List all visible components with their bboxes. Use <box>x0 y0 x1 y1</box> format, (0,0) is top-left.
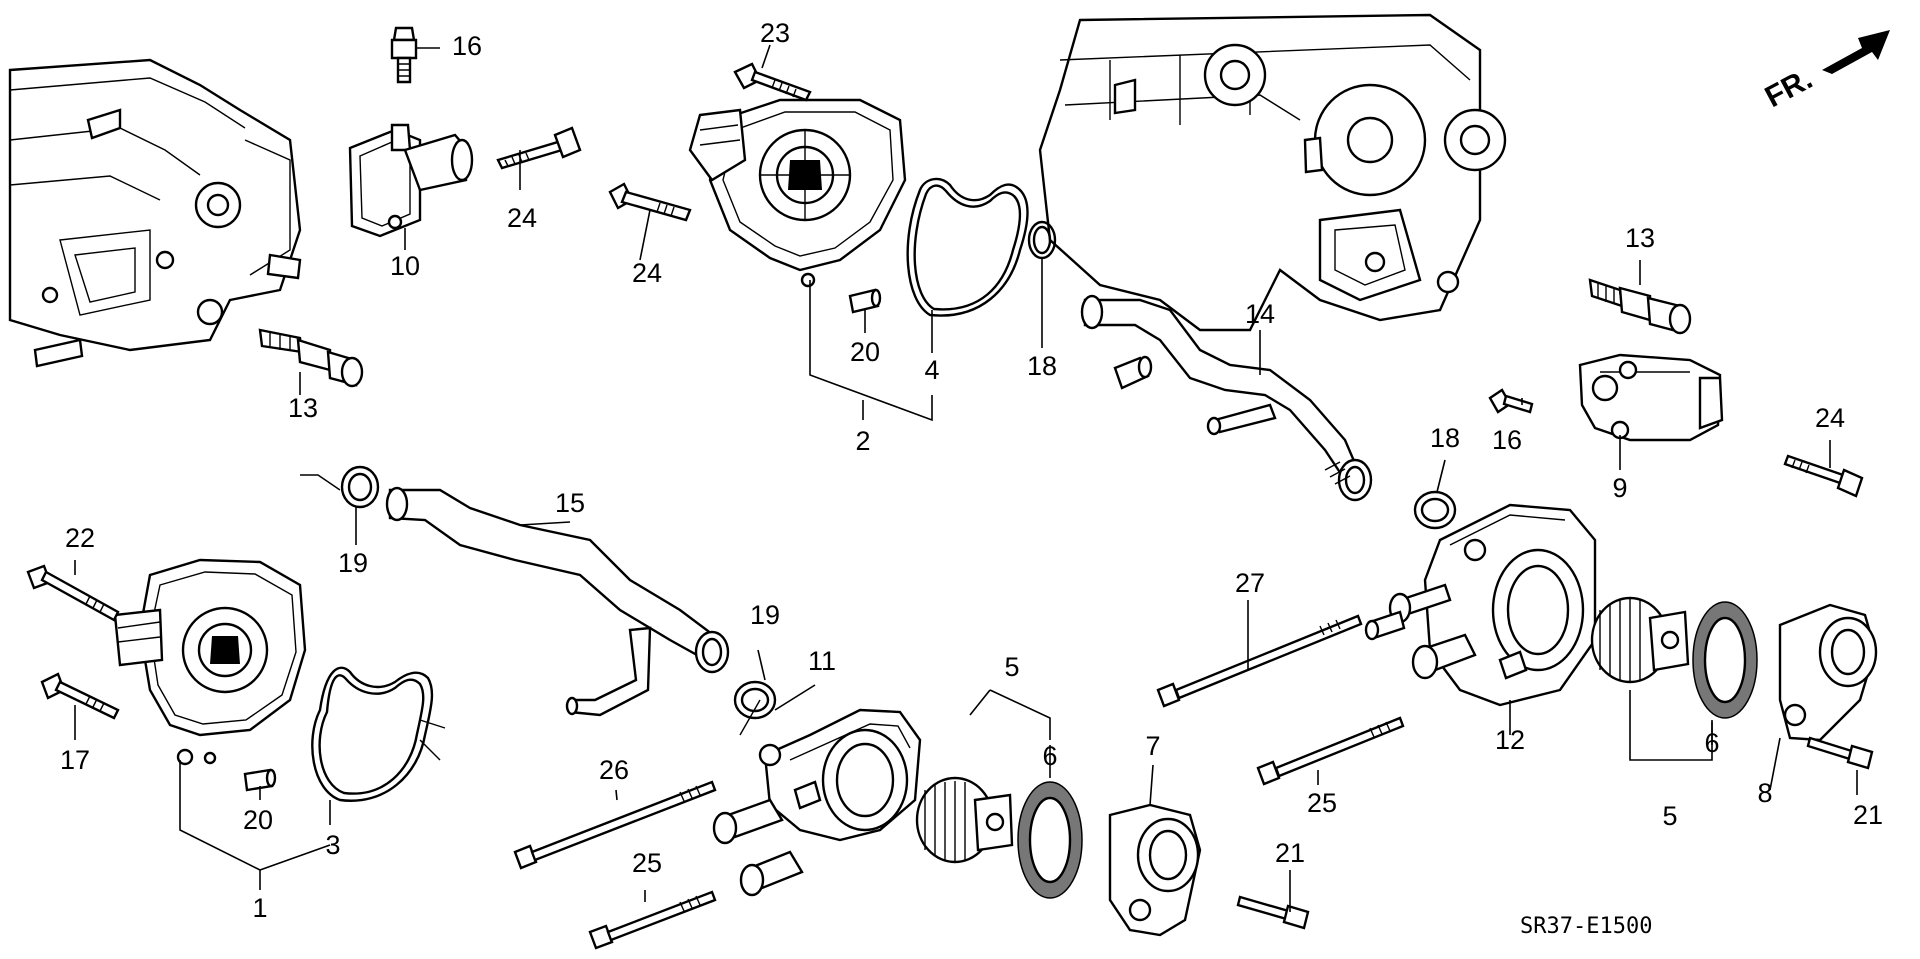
gasket-6-right <box>1692 601 1758 719</box>
callout-3: 3 <box>325 830 340 860</box>
callout-20-top: 20 <box>850 337 880 367</box>
bolt-25-bottom-right <box>1256 716 1405 786</box>
bolt-25-bottom-center <box>588 890 717 950</box>
callout-26: 26 <box>599 755 629 785</box>
bolt-17 <box>40 672 120 720</box>
hose-fitting-13-left <box>258 328 364 388</box>
o-ring-19-bottom <box>733 680 777 720</box>
callout-2: 2 <box>855 426 870 456</box>
bolt-24-top-left <box>496 126 582 170</box>
o-ring-18-right <box>1413 490 1457 530</box>
thermostat-5-bottom <box>915 776 1014 864</box>
water-pump-1 <box>113 558 307 766</box>
callout-5-bottom-center: 5 <box>1004 652 1019 682</box>
bolt-26 <box>513 780 717 870</box>
callout-16-right: 16 <box>1492 425 1522 455</box>
callout-21-bottom-center: 21 <box>1275 838 1305 868</box>
callout-4: 4 <box>924 355 939 385</box>
thermostat-housing-12 <box>1364 503 1597 707</box>
callout-24-top-center: 24 <box>632 258 662 288</box>
callout-labels: 16 24 10 13 23 24 20 4 2 18 14 13 16 24 … <box>60 18 1883 923</box>
callout-1: 1 <box>252 893 267 923</box>
water-pipe-14 <box>1080 294 1373 502</box>
callout-13-left: 13 <box>288 393 318 423</box>
callout-9: 9 <box>1612 473 1627 503</box>
diagram-code: SR37-E1500 <box>1520 914 1652 939</box>
front-arrow-icon <box>1822 30 1890 74</box>
callout-27: 27 <box>1235 568 1265 598</box>
o-ring-19-top <box>340 465 380 509</box>
gasket-4 <box>906 177 1029 317</box>
dowel-20-top <box>848 288 882 314</box>
bolt-24-right <box>1783 454 1864 498</box>
engine-block-right <box>1038 13 1507 332</box>
thermostat-cover-7 <box>1108 803 1202 937</box>
bolt-22 <box>26 564 120 622</box>
bolt-21-bottom-center <box>1236 895 1310 930</box>
callout-14: 14 <box>1245 299 1275 329</box>
callout-18-right: 18 <box>1430 423 1460 453</box>
coolant-outlet-housing-10 <box>348 123 474 238</box>
callout-11: 11 <box>808 646 836 676</box>
callout-12: 12 <box>1495 725 1525 755</box>
callout-23: 23 <box>760 18 790 48</box>
callout-6-bottom-right: 6 <box>1704 728 1719 758</box>
callout-7: 7 <box>1145 731 1160 761</box>
callout-13-right: 13 <box>1625 223 1655 253</box>
front-label: FR. <box>1760 62 1818 114</box>
callout-24-right: 24 <box>1815 403 1845 433</box>
callout-16-top-left: 16 <box>452 31 482 61</box>
bolt-24-top-center <box>608 182 692 222</box>
water-pipe-15 <box>385 486 730 717</box>
gasket-3 <box>311 666 434 802</box>
thermostat-5-right <box>1590 596 1690 684</box>
bleed-bolt-top-left <box>390 26 418 84</box>
front-direction-indicator: FR. <box>1760 30 1890 114</box>
hose-fitting-13-right <box>1588 278 1692 335</box>
callout-17: 17 <box>60 745 90 775</box>
callout-24-top-left: 24 <box>507 203 537 233</box>
leader-lines <box>74 44 1858 912</box>
water-outlet-9 <box>1578 353 1724 442</box>
thermostat-housing-11 <box>712 708 922 897</box>
bolt-21-right <box>1806 736 1874 770</box>
water-pump-2 <box>688 98 907 288</box>
thermostat-cover-8 <box>1778 603 1878 742</box>
callout-25-bottom-right: 25 <box>1307 788 1337 818</box>
callout-10: 10 <box>390 251 420 281</box>
callout-15: 15 <box>555 488 585 518</box>
callout-19-bottom: 19 <box>750 600 780 630</box>
callout-8: 8 <box>1757 778 1772 808</box>
callout-22: 22 <box>65 523 95 553</box>
callout-20-bottom: 20 <box>243 805 273 835</box>
o-ring-18-top <box>1027 220 1057 260</box>
callout-18-top: 18 <box>1027 351 1057 381</box>
callout-25-bottom-center: 25 <box>632 848 662 878</box>
callout-19-top: 19 <box>338 548 368 578</box>
callout-21-right: 21 <box>1853 800 1883 830</box>
gasket-6-bottom <box>1017 781 1083 899</box>
dowel-20-bottom <box>243 768 277 792</box>
engine-block-left <box>8 58 302 368</box>
bleed-bolt-16-right <box>1488 388 1534 414</box>
callout-6-bottom-center: 6 <box>1042 741 1057 771</box>
callout-5-bottom-right: 5 <box>1662 801 1677 831</box>
bolt-23 <box>733 62 812 102</box>
bolt-27 <box>1156 614 1363 708</box>
